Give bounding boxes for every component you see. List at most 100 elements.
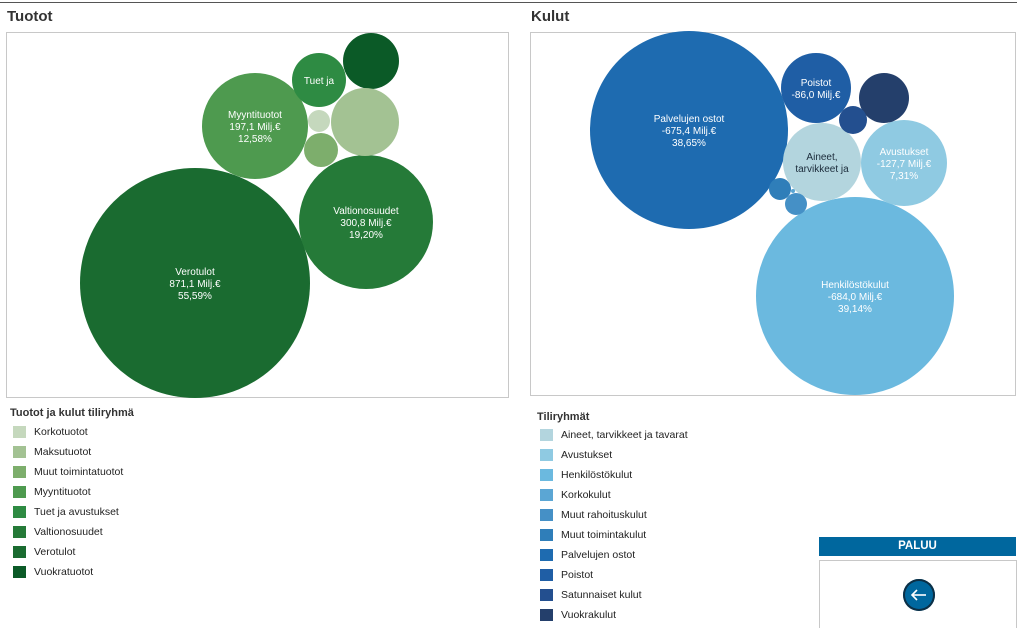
legend-swatch xyxy=(13,546,26,558)
legend-swatch xyxy=(540,589,553,601)
legend-swatch xyxy=(540,569,553,581)
income-legend-item[interactable]: Tuet ja avustukset xyxy=(13,502,123,522)
legend-swatch xyxy=(540,509,553,521)
expenses-legend-item[interactable]: Avustukset xyxy=(540,445,688,465)
legend-label: Henkilöstökulut xyxy=(561,469,633,481)
bubble-label: Tuet ja xyxy=(304,76,335,87)
bubble-avustukset[interactable] xyxy=(861,120,947,206)
legend-swatch xyxy=(13,486,26,498)
legend-label: Aineet, tarvikkeet ja tavarat xyxy=(561,429,688,441)
bubble-label: Verotulot xyxy=(175,267,215,278)
expenses-legend-item[interactable]: Aineet, tarvikkeet ja tavarat xyxy=(540,425,688,445)
expenses-legend-item[interactable]: Muut rahoituskulut xyxy=(540,505,688,525)
bubble-vuokratuotot[interactable] xyxy=(343,33,399,89)
legend-label: Vuokratuotot xyxy=(34,566,94,578)
bubble-henkilöstökulut[interactable] xyxy=(756,197,954,395)
legend-swatch xyxy=(13,526,26,538)
bubble-vuokrakulut[interactable] xyxy=(859,73,909,123)
legend-swatch xyxy=(540,549,553,561)
legend-swatch xyxy=(540,489,553,501)
bubble-label: 38,65% xyxy=(672,138,706,149)
expenses-legend-item[interactable]: Palvelujen ostot xyxy=(540,545,688,565)
arrow-left-icon[interactable] xyxy=(903,579,935,611)
legend-label: Valtionosuudet xyxy=(34,526,103,538)
bubble-label: Myyntituotot xyxy=(228,110,282,121)
bubble-valtionosuudet[interactable] xyxy=(299,155,433,289)
legend-label: Verotulot xyxy=(34,546,76,558)
bubble-label: 55,59% xyxy=(178,291,212,302)
income-title: Tuotot xyxy=(7,8,53,25)
legend-swatch xyxy=(13,566,26,578)
legend-swatch xyxy=(13,446,26,458)
bubble-label: 39,14% xyxy=(838,304,872,315)
bubble-label: -86,0 Milj.€ xyxy=(792,90,841,101)
legend-label: Palvelujen ostot xyxy=(561,549,636,561)
bubble-korkokulut[interactable] xyxy=(791,189,795,193)
legend-label: Korkotuotot xyxy=(34,426,88,438)
bubble-label: tarvikkeet ja xyxy=(795,164,849,175)
legend-swatch xyxy=(540,469,553,481)
legend-swatch xyxy=(13,466,26,478)
bubble-muut-toimintakulut[interactable] xyxy=(769,178,791,200)
bubble-palvelujen-ostot[interactable] xyxy=(590,31,788,229)
legend-label: Muut toimintakulut xyxy=(561,529,647,541)
legend-label: Poistot xyxy=(561,569,594,581)
income-legend-item[interactable]: Muut toimintatuotot xyxy=(13,462,123,482)
legend-label: Myyntituotot xyxy=(34,486,91,498)
legend-label: Satunnaiset kulut xyxy=(561,589,642,601)
legend-swatch xyxy=(13,506,26,518)
legend-label: Maksutuotot xyxy=(34,446,92,458)
bubble-maksutuotot[interactable] xyxy=(331,88,399,156)
bubble-satunnaiset-kulut[interactable] xyxy=(839,106,867,134)
legend-label: Muut rahoituskulut xyxy=(561,509,647,521)
bubble-muut-rahoituskulut[interactable] xyxy=(785,193,807,215)
expenses-legend-item[interactable]: Vuokrakulut xyxy=(540,605,688,625)
bubble-label: -675,4 Milj.€ xyxy=(662,126,717,137)
expenses-legend-title: Tiliryhmät xyxy=(537,411,590,423)
bubble-label: 871,1 Milj.€ xyxy=(169,279,221,290)
bubble-label: 19,20% xyxy=(349,230,383,241)
legend-swatch xyxy=(540,609,553,621)
bubble-label: Avustukset xyxy=(880,147,929,158)
income-legend-title: Tuotot ja kulut tiliryhmä xyxy=(10,407,134,419)
legend-label: Vuokrakulut xyxy=(561,609,617,621)
legend-swatch xyxy=(540,449,553,461)
top-divider xyxy=(0,2,1017,3)
legend-label: Tuet ja avustukset xyxy=(34,506,119,518)
bubble-muut-toimintatuotot[interactable] xyxy=(304,133,338,167)
bubble-label: 300,8 Milj.€ xyxy=(340,218,392,229)
income-legend-item[interactable]: Valtionosuudet xyxy=(13,522,123,542)
income-legend-item[interactable]: Myyntituotot xyxy=(13,482,123,502)
bubble-aineet-tarvikkeet-ja-tavarat[interactable] xyxy=(783,123,861,201)
legend-label: Muut toimintatuotot xyxy=(34,466,124,478)
legend-label: Avustukset xyxy=(561,449,613,461)
legend-label: Korkokulut xyxy=(561,489,611,501)
legend-swatch xyxy=(540,429,553,441)
bubble-label: Poistot xyxy=(801,78,832,89)
expenses-legend-item[interactable]: Muut toimintakulut xyxy=(540,525,688,545)
back-button-panel xyxy=(819,560,1017,628)
bubble-verotulot[interactable] xyxy=(80,168,310,398)
income-legend-item[interactable]: Maksutuotot xyxy=(13,442,123,462)
back-button[interactable]: PALUU xyxy=(819,537,1016,556)
expenses-legend-item[interactable]: Satunnaiset kulut xyxy=(540,585,688,605)
bubble-korkotuotot[interactable] xyxy=(308,110,330,132)
expenses-legend-item[interactable]: Korkokulut xyxy=(540,485,688,505)
legend-swatch xyxy=(13,426,26,438)
bubble-label: Aineet, xyxy=(806,152,837,163)
income-legend-item[interactable]: Korkotuotot xyxy=(13,422,123,442)
bubble-tuet-ja-avustukset[interactable] xyxy=(292,53,346,107)
bubble-label: -684,0 Milj.€ xyxy=(828,292,883,303)
income-legend-item[interactable]: Verotulot xyxy=(13,542,123,562)
income-legend-item[interactable]: Vuokratuotot xyxy=(13,562,123,582)
bubble-poistot[interactable] xyxy=(781,53,851,123)
bubble-myyntituotot[interactable] xyxy=(202,73,308,179)
bubble-label: 12,58% xyxy=(238,134,272,145)
expenses-legend-item[interactable]: Poistot xyxy=(540,565,688,585)
bubble-label: Palvelujen ostot xyxy=(654,114,725,125)
bubble-label: 7,31% xyxy=(890,171,918,182)
expenses-legend-item[interactable]: Henkilöstökulut xyxy=(540,465,688,485)
